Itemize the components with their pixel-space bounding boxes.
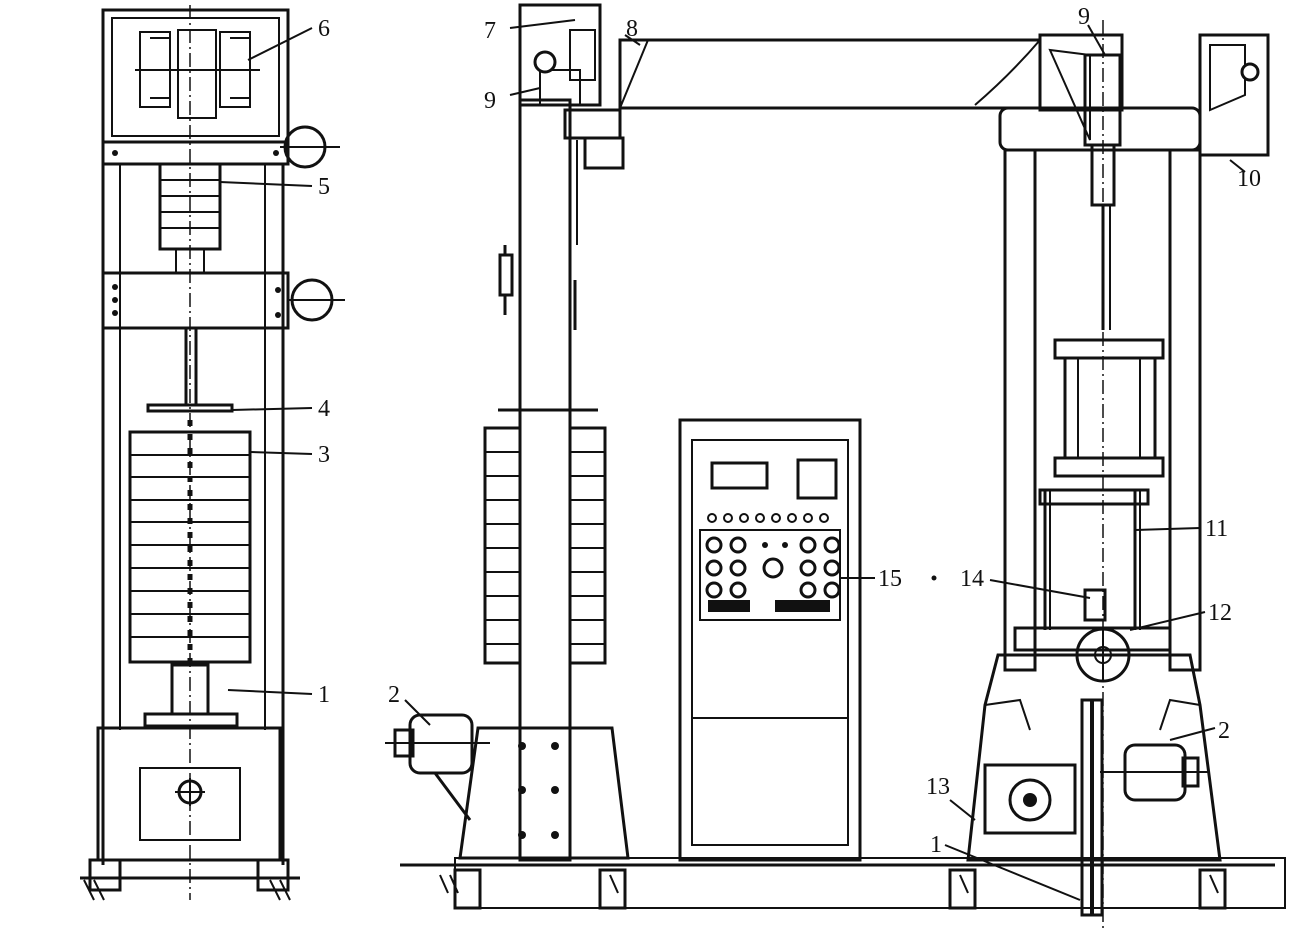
label-4: 4: [318, 396, 330, 422]
upper-mechanism: [135, 29, 260, 119]
right-motor: [1100, 743, 1210, 802]
label-13: 13: [926, 774, 950, 800]
label-6: 6: [318, 16, 330, 42]
label-7: 7: [484, 18, 496, 44]
label-8: 8: [626, 16, 638, 42]
left-column: [518, 98, 572, 862]
front-view: [385, 3, 1286, 930]
control-cabinet: [678, 418, 862, 862]
left-motor: [385, 713, 490, 821]
callout-labels: 1 3 4 5 6 2 7 8 9 15 9 10 11 12 14 2 13 …: [318, 4, 1261, 858]
side-view: [80, 5, 345, 901]
label-10: 10: [1237, 166, 1261, 192]
right-frame-column-left: [1003, 148, 1037, 672]
top-crossbeam: [618, 38, 1042, 110]
label-3: 3: [318, 442, 330, 468]
label-1-right: 1: [930, 832, 942, 858]
label-12: 12: [1208, 600, 1232, 626]
control-knobs: [705, 536, 841, 599]
left-pedestal: [458, 726, 630, 860]
label-5: 5: [318, 174, 330, 200]
stray-dot: [931, 575, 937, 581]
pump-body: [983, 763, 1077, 835]
right-frame-column-right: [1168, 148, 1202, 672]
side-base: [96, 726, 282, 862]
label-2-left: 2: [388, 682, 400, 708]
label-9-left: 9: [484, 88, 496, 114]
label-11: 11: [1205, 516, 1228, 542]
label-15: 15: [878, 566, 902, 592]
label-2-right: 2: [1218, 718, 1230, 744]
label-14: 14: [960, 566, 984, 592]
indicator-lamps: [707, 513, 829, 523]
counterweights-left: [483, 408, 607, 665]
label-1-left: 1: [318, 682, 330, 708]
right-end-block: [1198, 33, 1270, 157]
label-9-right: 9: [1078, 4, 1090, 30]
leader-lines: [219, 19, 1246, 901]
